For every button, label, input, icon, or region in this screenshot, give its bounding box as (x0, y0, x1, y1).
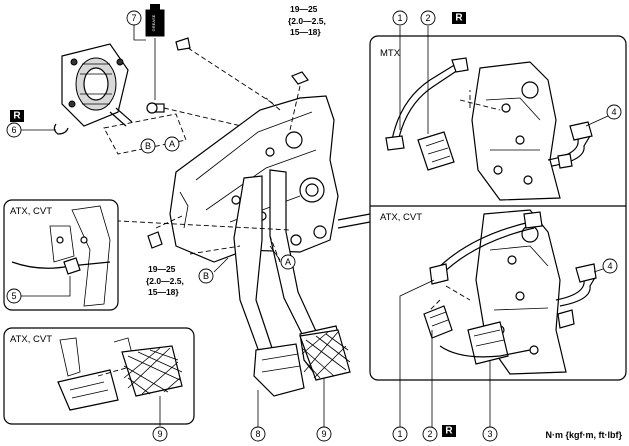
svg-text:4: 4 (611, 107, 616, 117)
mtx-bracket (459, 61, 561, 201)
callout-B-top: B (140, 138, 156, 154)
callout-A-main: A (280, 254, 296, 270)
grease-label: GREASE (151, 14, 156, 31)
nut-left (147, 231, 163, 249)
torque-top-line2: {2.0—2.5, (288, 16, 326, 26)
atx-harness (429, 211, 543, 285)
callout-4-top: 4 (606, 104, 622, 120)
r-badge-left: R (10, 110, 24, 122)
torque-bottom-line3: 15—18} (148, 287, 179, 297)
panel-right (337, 35, 627, 381)
svg-text:2: 2 (427, 429, 432, 439)
callout-A-top: A (164, 136, 180, 152)
callout-2-top: 2 (420, 10, 436, 26)
mtx-harness (385, 57, 469, 151)
svg-text:6: 6 (11, 125, 16, 135)
svg-text:5: 5 (11, 291, 16, 301)
callout-B-main: B (198, 268, 214, 284)
booster-push-rod-assembly (61, 43, 133, 127)
callout-5: 5 (6, 288, 22, 304)
svg-text:2: 2 (425, 13, 430, 23)
callout-9-left: 9 (152, 426, 168, 442)
svg-text:7: 7 (131, 13, 136, 23)
callout-9-bottom: 9 (316, 426, 332, 442)
panel-title-atx-cvt-bottom: ATX, CVT (10, 334, 52, 345)
callout-8: 8 (250, 426, 266, 442)
svg-text:3: 3 (487, 429, 492, 439)
panel-atx-cvt-bottom (3, 327, 195, 426)
callout-4-bottom: 4 (602, 258, 618, 274)
bolt (175, 37, 191, 51)
svg-text:A: A (285, 257, 291, 267)
callout-6: 6 (6, 122, 22, 138)
svg-text:A: A (169, 139, 175, 149)
svg-text:9: 9 (157, 429, 162, 439)
clevis-pin (146, 102, 165, 114)
svg-text:4: 4 (607, 261, 612, 271)
panel-title-atx-cvt-left: ATX, CVT (10, 206, 52, 217)
svg-text:R: R (13, 111, 21, 122)
panel-title-atx-cvt-top: ATX, CVT (380, 212, 422, 223)
svg-text:R: R (445, 426, 453, 437)
nut-top (291, 71, 309, 85)
svg-text:B: B (145, 141, 151, 151)
torque-bottom-line1: 19—25 (148, 264, 176, 274)
brake-pedal (233, 175, 305, 397)
snap-clip (53, 123, 69, 135)
svg-text:8: 8 (255, 429, 260, 439)
r-badge-top: R (452, 12, 466, 24)
pedal-pad-right (299, 329, 351, 381)
torque-bottom-line2: {2.0—2.5, (146, 276, 184, 286)
callout-7: 7 (126, 10, 142, 26)
svg-text:1: 1 (397, 429, 402, 439)
svg-text:1: 1 (397, 13, 402, 23)
unit-label: N·m {kgf·m, ft·lbf} (546, 430, 623, 440)
callout-3: 3 (482, 426, 498, 442)
grease-bottle-icon: GREASE (145, 4, 165, 37)
panel-title-mtx: MTX (380, 48, 401, 59)
callout-1-top: 1 (392, 10, 408, 26)
callout-1-bottom: 1 (392, 426, 408, 442)
r-badge-bottom: R (442, 425, 456, 437)
atx-switch-3 (439, 321, 531, 365)
callout-2-bottom: 2 (422, 426, 438, 442)
svg-text:B: B (203, 271, 209, 281)
atx-switch-2 (423, 305, 453, 339)
atx-cable-4 (555, 263, 597, 329)
mtx-switch-2 (417, 131, 455, 171)
mtx-cable-4 (547, 121, 593, 169)
torque-top-line1: 19—25 (290, 4, 318, 14)
svg-text:9: 9 (321, 429, 326, 439)
svg-text:R: R (455, 13, 463, 24)
panel-atx-cvt-left (3, 199, 119, 311)
torque-top-line3: 15—18} (290, 27, 321, 37)
